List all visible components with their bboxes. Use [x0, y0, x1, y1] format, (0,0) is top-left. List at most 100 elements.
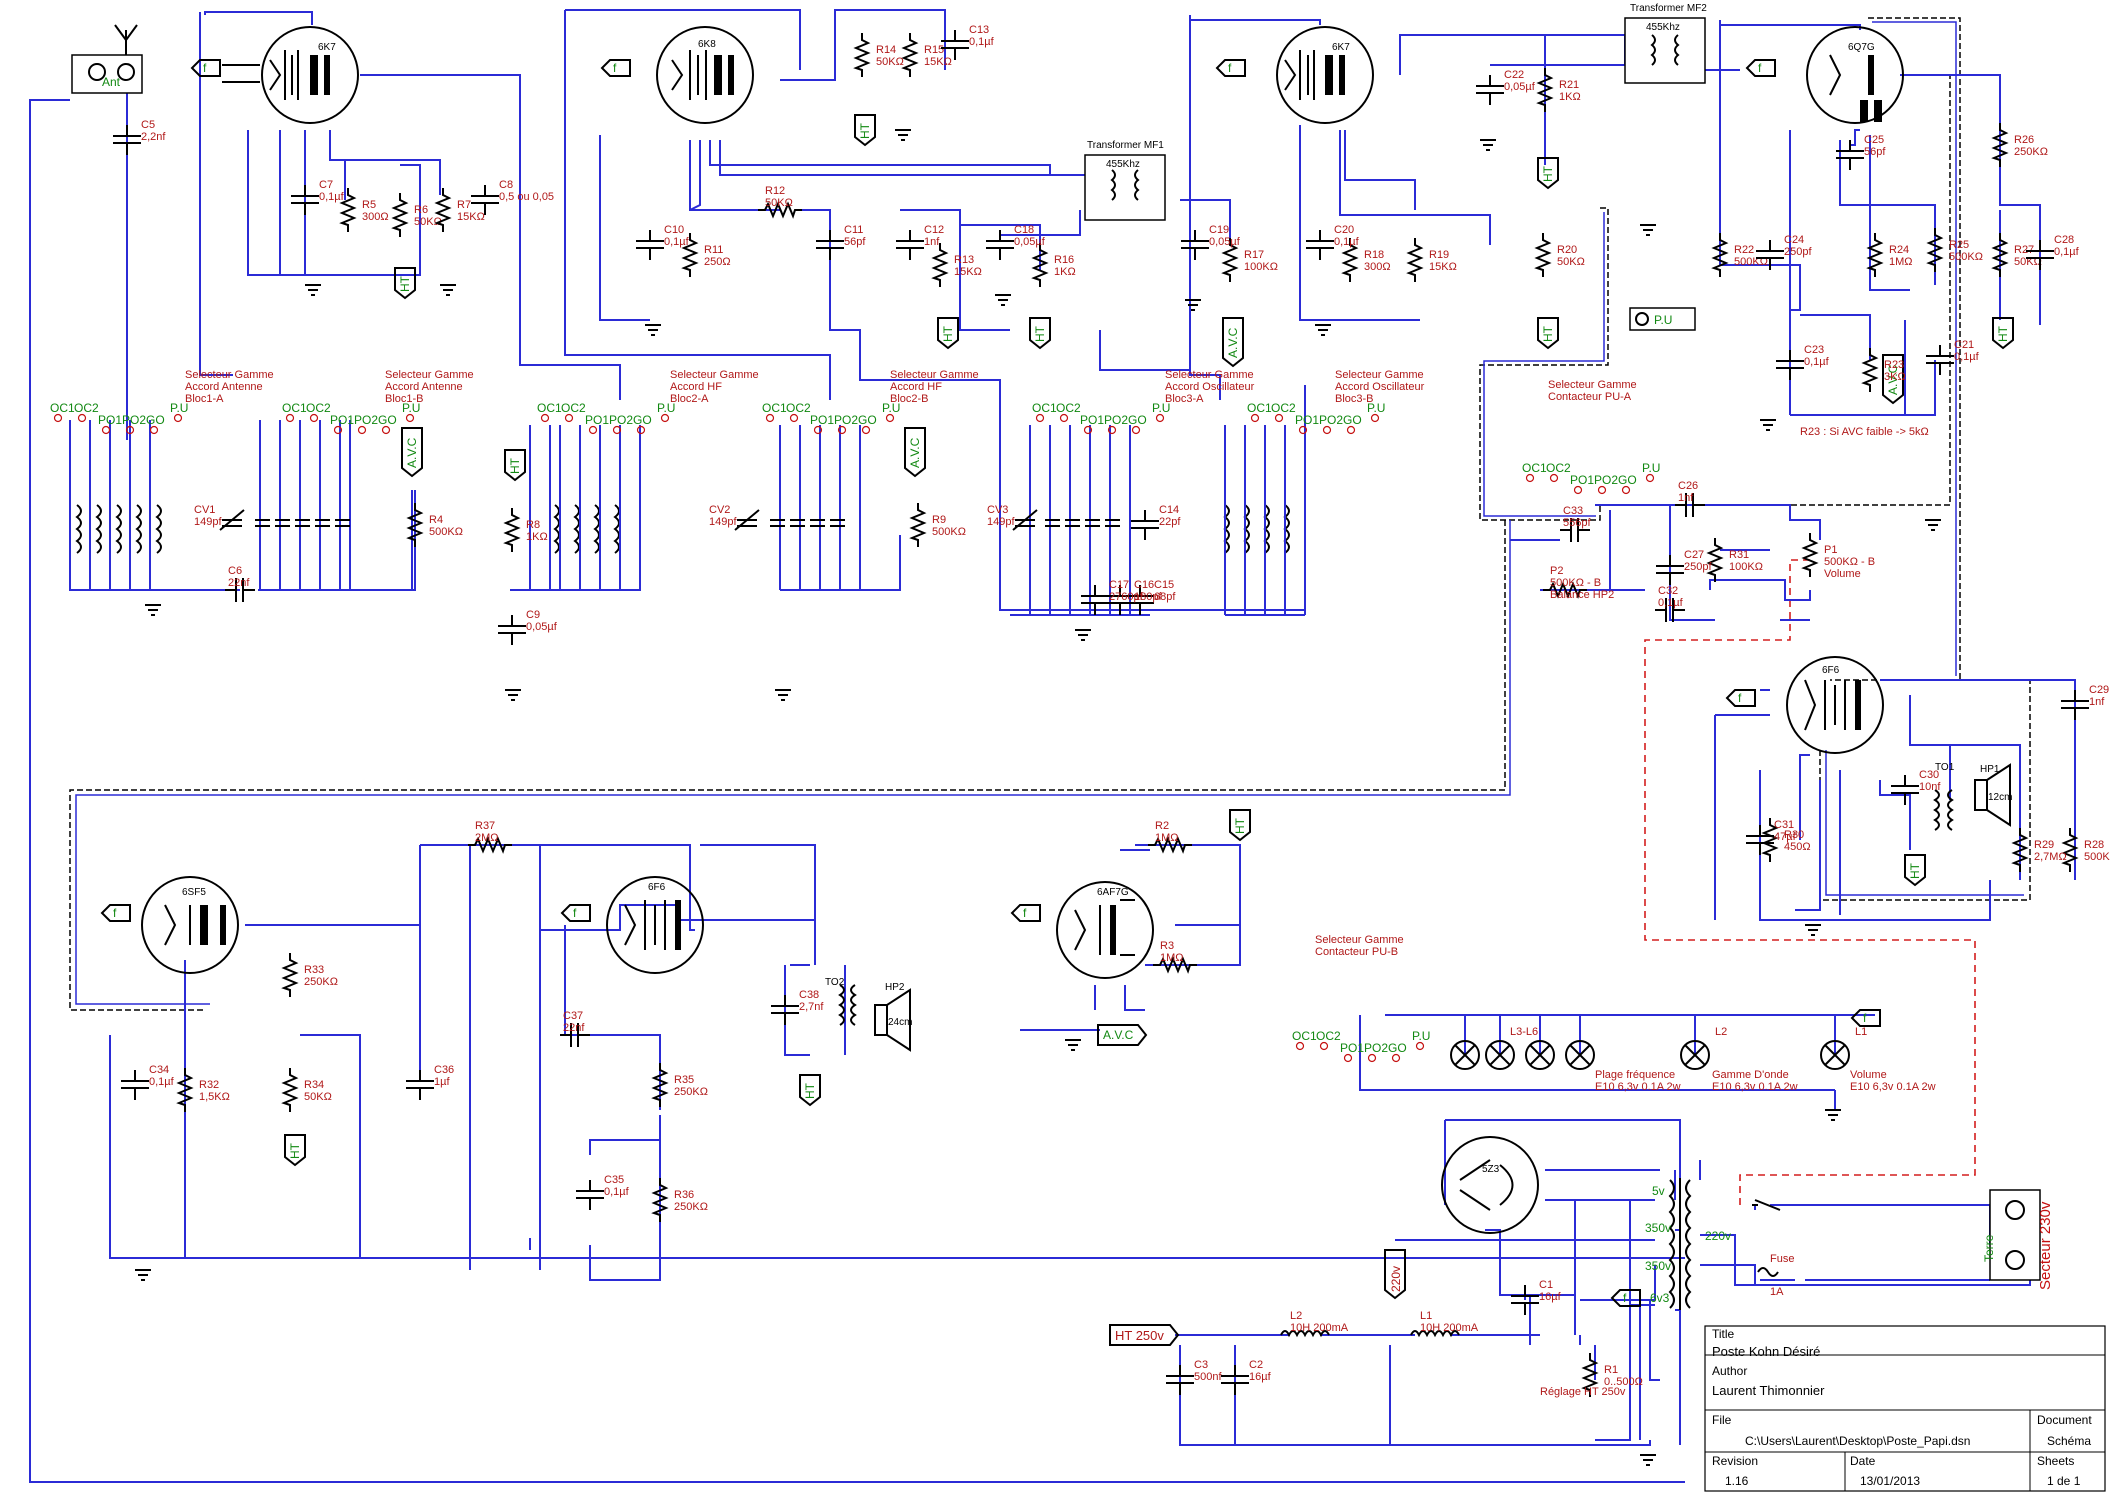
component-value: 15KΩ [457, 211, 485, 223]
component-value: 1µf [434, 1076, 450, 1088]
component-ref: C37 [563, 1010, 583, 1022]
switch-position: PO2 [1319, 413, 1343, 427]
component-ref: C6 [228, 565, 242, 577]
switch-position: OC2 [1271, 401, 1296, 415]
component-value: 1nf [2089, 696, 2105, 708]
title-value: Poste Kohn Désiré [1712, 1344, 1820, 1359]
revision-value: 1.16 [1725, 1474, 1749, 1488]
ht250-tag: HT 250v [1115, 1328, 1164, 1343]
filament-tag: f [1010, 904, 1041, 922]
switch-position: OC2 [786, 401, 811, 415]
switch-contact [1597, 485, 1607, 495]
switch-position: OC1 [282, 401, 307, 415]
ht-tag: HT [937, 317, 959, 350]
filament-tag: f [100, 904, 131, 922]
component-ref: R26 [2014, 134, 2034, 146]
component-value: 500KΩ - B [1824, 556, 1875, 568]
fuse-label: Fuse [1770, 1253, 1794, 1265]
svg-text:HT: HT [1541, 165, 1555, 182]
svg-text:f: f [613, 61, 617, 75]
switch-position: OC2 [1316, 1029, 1341, 1043]
svg-text:f: f [1228, 61, 1232, 75]
component-ref: R15 [924, 44, 944, 56]
selector-label: Bloc1-B [385, 393, 424, 405]
component-value: 68pf [1154, 591, 1176, 603]
selector-label: Bloc1-A [185, 393, 224, 405]
shielded-cables [69, 17, 2031, 1011]
component-value: 500KΩ [2084, 851, 2110, 863]
date-label: Date [1850, 1454, 1876, 1468]
lamp [1565, 1040, 1595, 1070]
ht-tag: HT [394, 267, 416, 300]
selector-label: Accord Oscillateur [1165, 381, 1255, 393]
winding-350b: 350v [1645, 1259, 1671, 1273]
component-value: 100KΩ [1729, 561, 1763, 573]
component-value: 0,05µf [1504, 81, 1536, 93]
switch-contact [1295, 1041, 1305, 1051]
switch-position: PO1 [1080, 413, 1104, 427]
title-block: Title Poste Kohn Désiré Author Laurent T… [1704, 1325, 2106, 1492]
component-ref: C27 [1684, 549, 1704, 561]
component-value: 10nf [1919, 781, 1941, 793]
switch-contact [1131, 425, 1141, 435]
component-ref: R30 [1784, 829, 1804, 841]
switch-position: P.U [170, 401, 188, 415]
component-value: 0,1µf [1658, 597, 1684, 609]
grounds [135, 129, 1941, 1466]
component-ref: C29 [2089, 684, 2109, 696]
switch-position: OC1 [1032, 401, 1057, 415]
switch-contact [660, 413, 670, 423]
switch-position: GO [1618, 473, 1637, 487]
svg-text:f: f [1023, 906, 1027, 920]
component-value: 2,7MΩ [2034, 851, 2067, 863]
switch-position: OC2 [74, 401, 99, 415]
variable-caps [219, 509, 1120, 531]
svg-text:HT: HT [1033, 325, 1047, 342]
component-value: 1MΩ [1160, 952, 1184, 964]
switch-contact [1319, 1041, 1329, 1051]
switch-contact [1250, 413, 1260, 423]
svg-text:A.V.C: A.V.C [908, 437, 922, 468]
component-r1: R10..500Ω [1581, 1353, 1643, 1397]
sheets-value: 1 de 1 [2047, 1474, 2081, 1488]
speaker-hp1: HP1 12cm [1974, 763, 2012, 827]
switch-position: OC2 [306, 401, 331, 415]
component-value: 1nf [1678, 492, 1694, 504]
component-value: 22nf [563, 1022, 585, 1034]
component-ref: C31 [1774, 819, 1794, 831]
component-ref: R3 [1160, 940, 1174, 952]
lamps: L3-L6 Plage fréquence E10 6,3v 0.1A 2w L… [1450, 1026, 1936, 1093]
component-ref: R34 [304, 1079, 324, 1091]
component-ref: C18 [1014, 224, 1034, 236]
ht-tag: HT [284, 1134, 306, 1167]
tube-label: 6F6 [1822, 665, 1840, 676]
component-ref: R11 [704, 244, 723, 256]
ht-tag: HT [1992, 317, 2014, 350]
component-note: Volume [1824, 568, 1861, 580]
transformer-mf2: Transformer MF2 455Khz [1624, 3, 1707, 84]
component-labels: R10..500ΩR21MΩR31MΩR4500KΩR5300ΩR650KΩR7… [113, 24, 2110, 1397]
switch-position: OC1 [537, 401, 562, 415]
svg-text:A.V.C: A.V.C [405, 437, 419, 468]
switch-contact [885, 413, 895, 423]
svg-text:f: f [203, 61, 207, 75]
component-ref: R16 [1054, 254, 1074, 266]
svg-text:HT: HT [858, 122, 872, 139]
component-ref: L2 [1290, 1310, 1302, 1322]
switch-position: PO1 [1570, 473, 1594, 487]
component-ref: R19 [1429, 249, 1449, 261]
